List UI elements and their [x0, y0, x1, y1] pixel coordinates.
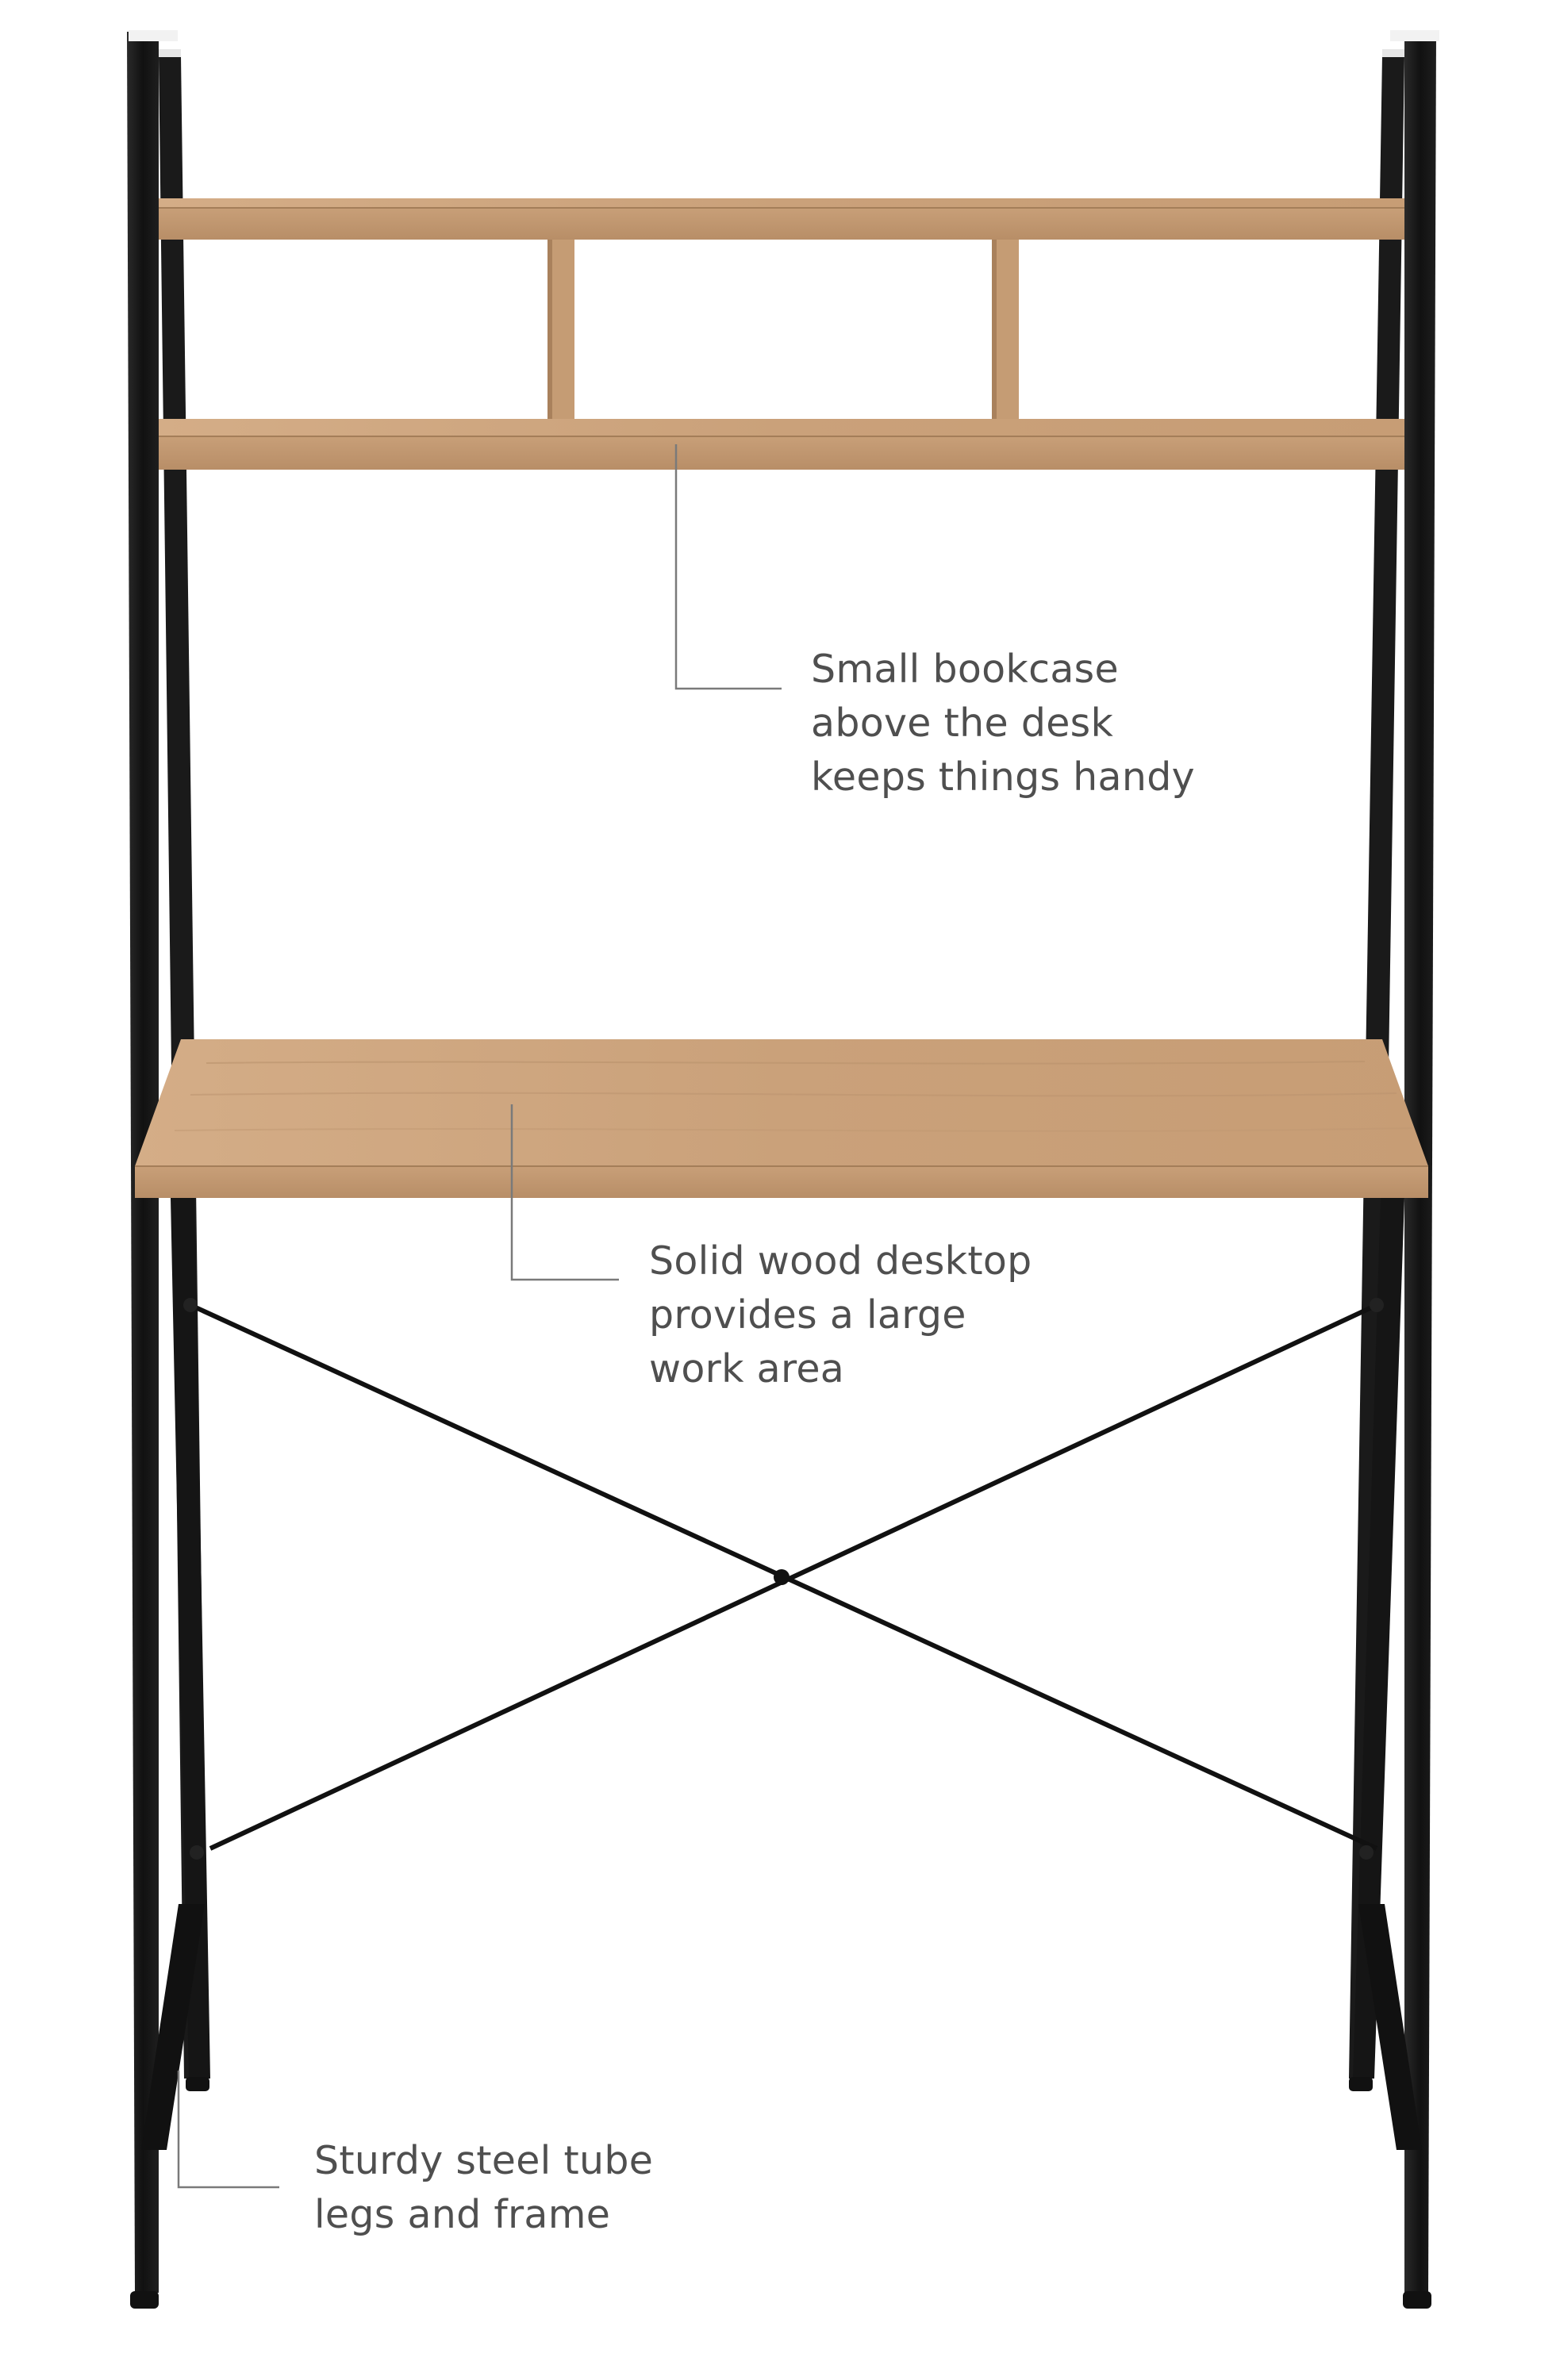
leader-line-bookcase: [674, 444, 782, 690]
second-shelf: [159, 419, 1404, 470]
brace-bolt: [183, 1298, 198, 1312]
top-shelf: [159, 198, 1404, 240]
callout-line: Solid wood desktop: [649, 1238, 1032, 1284]
cross-brace: [183, 1298, 1384, 1860]
cubby-dividers: [547, 240, 1019, 447]
callout-desktop: Solid wood desktop provides a large work…: [649, 1234, 1032, 1396]
callout-bookcase: Small bookcase above the desk keeps thin…: [811, 643, 1195, 804]
foot-rails: [141, 1904, 1422, 2150]
callout-legs: Sturdy steel tube legs and frame: [314, 2134, 653, 2242]
feet: [130, 2077, 1431, 2309]
brace-center-bolt: [774, 1569, 790, 1585]
leader-line-legs: [177, 2071, 279, 2189]
brace-bolt: [1359, 1845, 1374, 1860]
foot: [186, 2077, 209, 2091]
foot: [1349, 2077, 1373, 2091]
brace-bolt: [1370, 1298, 1384, 1312]
callout-line: Sturdy steel tube: [314, 2138, 654, 2183]
leader-lines: [177, 444, 782, 2189]
callout-line: above the desk: [811, 701, 1114, 746]
desktop-surface: [135, 1039, 1428, 1198]
callout-line: legs and frame: [314, 2192, 611, 2237]
callout-line: keeps things handy: [811, 754, 1195, 800]
callout-line: Small bookcase: [811, 647, 1119, 692]
foot: [1403, 2291, 1431, 2309]
brace-bolt: [190, 1845, 204, 1860]
callout-line: work area: [649, 1346, 845, 1392]
foot: [130, 2291, 159, 2309]
callout-line: provides a large: [649, 1292, 966, 1338]
leader-line-desktop: [510, 1104, 619, 1281]
